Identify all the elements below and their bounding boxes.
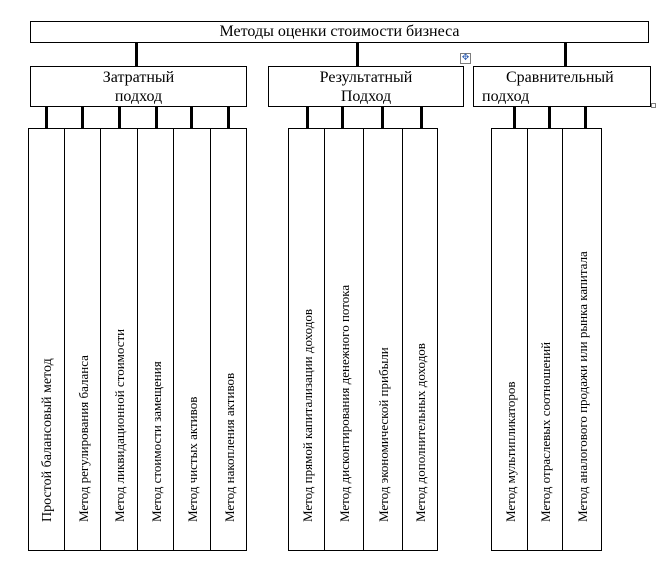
connector-root-to-group-3 [564, 43, 567, 66]
method-label: Метод регулирования баланса [76, 355, 91, 522]
connector-cost-3 [118, 107, 121, 130]
method-label: Метод экономической прибыли [376, 347, 391, 522]
connector-comparative-3 [584, 107, 587, 130]
method-box-cost-5: Метод чистых активов [173, 128, 211, 551]
method-box-income-1: Метод прямой капитализации доходов [288, 128, 325, 551]
method-box-income-3: Метод экономической прибыли [363, 128, 403, 551]
connector-cost-2 [81, 107, 84, 130]
diagram-root-box: Методы оценки стоимости бизнеса [30, 21, 649, 43]
connector-root-to-group-2 [356, 43, 359, 66]
method-label: Метод дисконтирования денежного потока [337, 284, 352, 522]
group-header-line: Результатный [319, 69, 413, 86]
method-label: Метод стоимости замещения [149, 361, 164, 522]
connector-income-4 [420, 107, 423, 130]
method-box-comparative-2: Метод отраслевых соотношений [527, 128, 563, 551]
method-label: Метод дополнительных доходов [413, 343, 428, 522]
method-box-cost-2: Метод регулирования баланса [64, 128, 101, 551]
method-label: Метод ликвидационной стоимости [112, 328, 127, 522]
connector-cost-6 [227, 107, 230, 130]
method-label: Метод мультипликаторов [503, 381, 518, 522]
group-header-income: Результатный Подход [268, 66, 464, 107]
connector-income-1 [306, 107, 309, 130]
method-box-comparative-3: Метод аналогового продажи или рынка капи… [562, 128, 602, 551]
group-header-line: Сравнительный [506, 69, 614, 86]
group-header-line: подход [114, 88, 163, 105]
group-header-cost: Затратный подход [30, 66, 247, 107]
connector-income-3 [381, 107, 384, 130]
connector-cost-4 [155, 107, 158, 130]
group-header-line: Подход [340, 88, 392, 105]
method-box-cost-1: Простой балансовый метод [28, 128, 65, 551]
method-box-comparative-1: Метод мультипликаторов [491, 128, 528, 551]
method-label: Метод чистых активов [185, 396, 200, 522]
connector-comparative-1 [513, 107, 516, 130]
diagram-title: Методы оценки стоимости бизнеса [219, 23, 460, 40]
connector-root-to-group-1 [135, 43, 138, 66]
connector-income-2 [341, 107, 344, 130]
connector-cost-1 [45, 107, 48, 130]
method-box-income-2: Метод дисконтирования денежного потока [324, 128, 364, 551]
connector-cost-5 [190, 107, 193, 130]
method-box-cost-6: Метод накопления активов [210, 128, 247, 551]
group-header-line: подход [482, 88, 530, 105]
method-label: Метод отраслевых соотношений [538, 341, 553, 522]
move-cross-icon[interactable]: ✥ [460, 53, 471, 64]
method-box-cost-4: Метод стоимости замещения [137, 128, 174, 551]
group-header-comparative: Сравнительный подход [473, 66, 651, 107]
method-box-cost-3: Метод ликвидационной стоимости [100, 128, 138, 551]
group-header-line: Затратный [102, 69, 175, 86]
method-label: Простой балансовый метод [40, 358, 55, 522]
method-label: Метод накопления активов [222, 372, 237, 522]
method-label: Метод аналогового продажи или рынка капи… [575, 251, 590, 522]
method-label: Метод прямой капитализации доходов [300, 308, 315, 522]
resize-handle-icon[interactable] [651, 103, 656, 108]
method-box-income-4: Метод дополнительных доходов [402, 128, 438, 551]
connector-comparative-2 [548, 107, 551, 130]
